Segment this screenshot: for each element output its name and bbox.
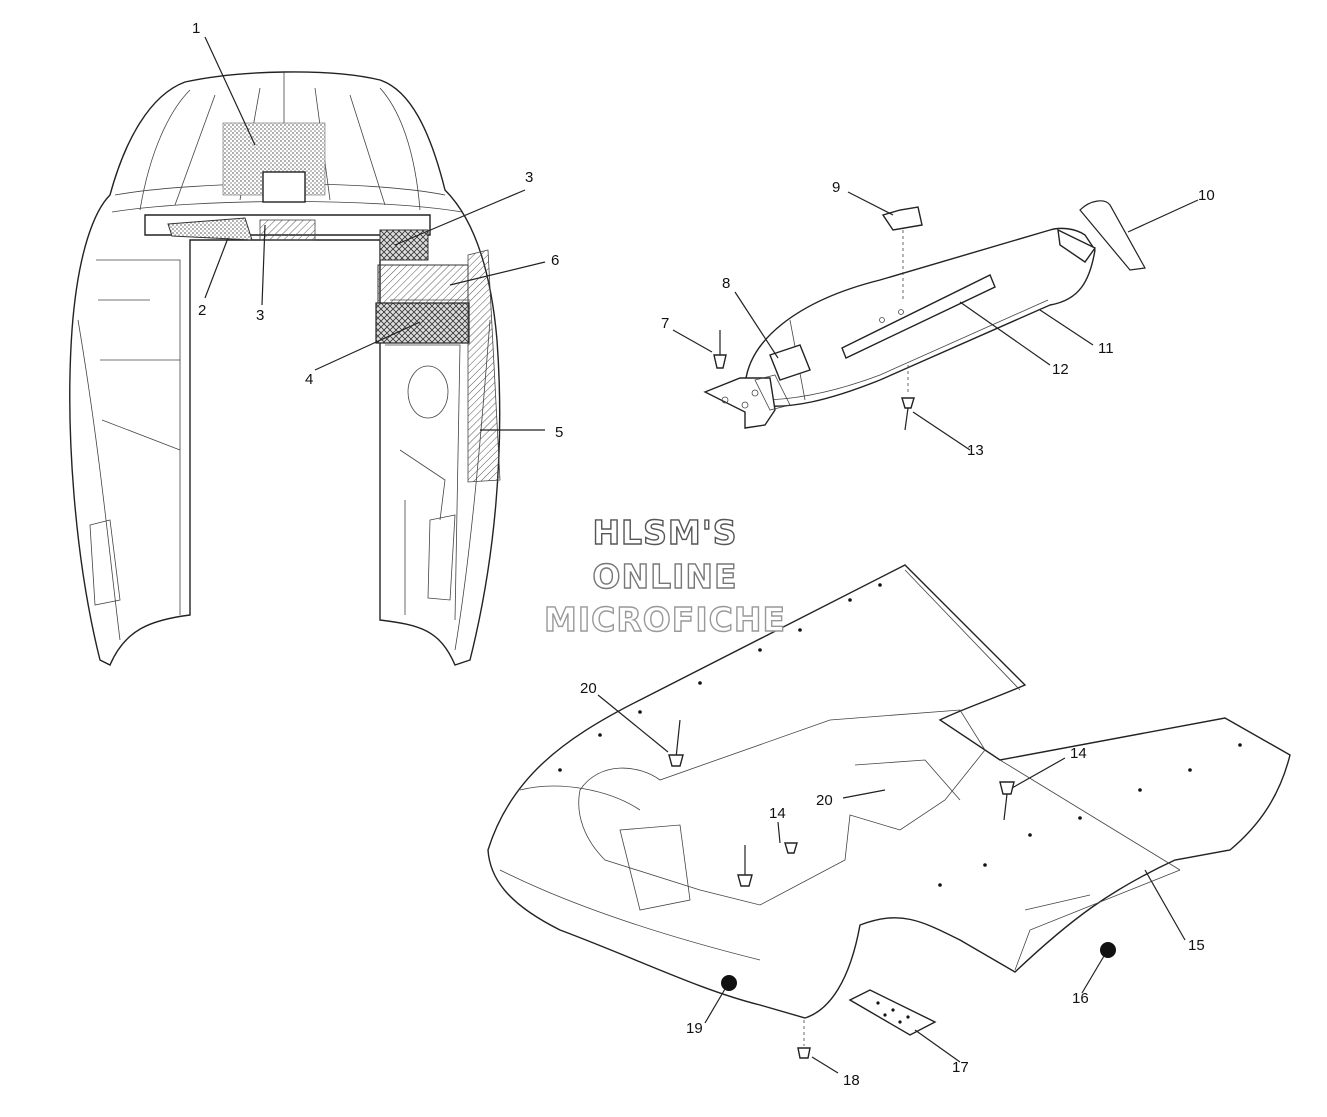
callout-7: 7 (661, 315, 669, 332)
callout-14-right: 14 (1070, 745, 1087, 762)
callout-12: 12 (1052, 361, 1069, 378)
callout-13: 13 (967, 442, 984, 459)
watermark-line-1: HLSM'S (592, 512, 738, 552)
callout-14-left: 14 (769, 805, 786, 822)
callout-3: 3 (256, 307, 264, 324)
callout-10: 10 (1198, 187, 1215, 204)
callout-20-top: 20 (580, 680, 597, 697)
callout-1: 1 (192, 20, 200, 37)
callout-9: 9 (832, 179, 840, 196)
watermark-line-3: MICROFICHE (543, 599, 786, 639)
leader-lines (204, 36, 1199, 1074)
callout-5: 5 (555, 424, 563, 441)
callout-16: 16 (1072, 990, 1089, 1007)
hinge-arm-assembly (703, 200, 1146, 431)
callout-19: 19 (686, 1020, 703, 1037)
callout-3-right: 3 (525, 169, 533, 186)
callout-8: 8 (722, 275, 730, 292)
belly-pan-assembly (487, 564, 1291, 1059)
callout-20-mid: 20 (816, 792, 833, 809)
callout-6: 6 (551, 252, 559, 269)
callout-17: 17 (952, 1059, 969, 1076)
callout-2: 2 (198, 302, 206, 319)
callout-11: 11 (1098, 340, 1114, 357)
callout-4: 4 (305, 371, 313, 388)
callout-18: 18 (843, 1072, 860, 1089)
callout-15: 15 (1188, 937, 1205, 954)
hood-assembly (69, 71, 501, 666)
watermark-line-2: ONLINE (592, 556, 738, 596)
callouts: 1 2 3 3 4 5 6 7 8 9 10 11 12 13 14 14 15… (192, 20, 1215, 1089)
